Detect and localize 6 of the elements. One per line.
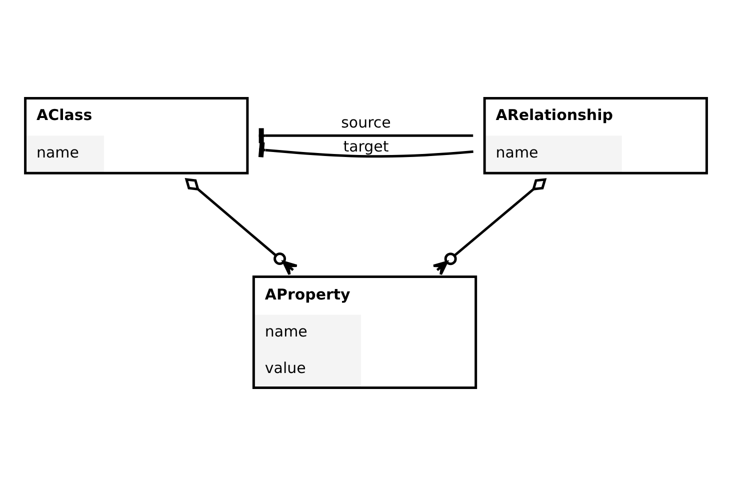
connector [184,178,298,276]
node-box: AClass name [24,96,249,174]
node-box: ARelationship name [483,96,708,174]
connector [258,142,474,158]
edge-label: target [343,137,389,156]
edge-label: source [341,114,391,132]
